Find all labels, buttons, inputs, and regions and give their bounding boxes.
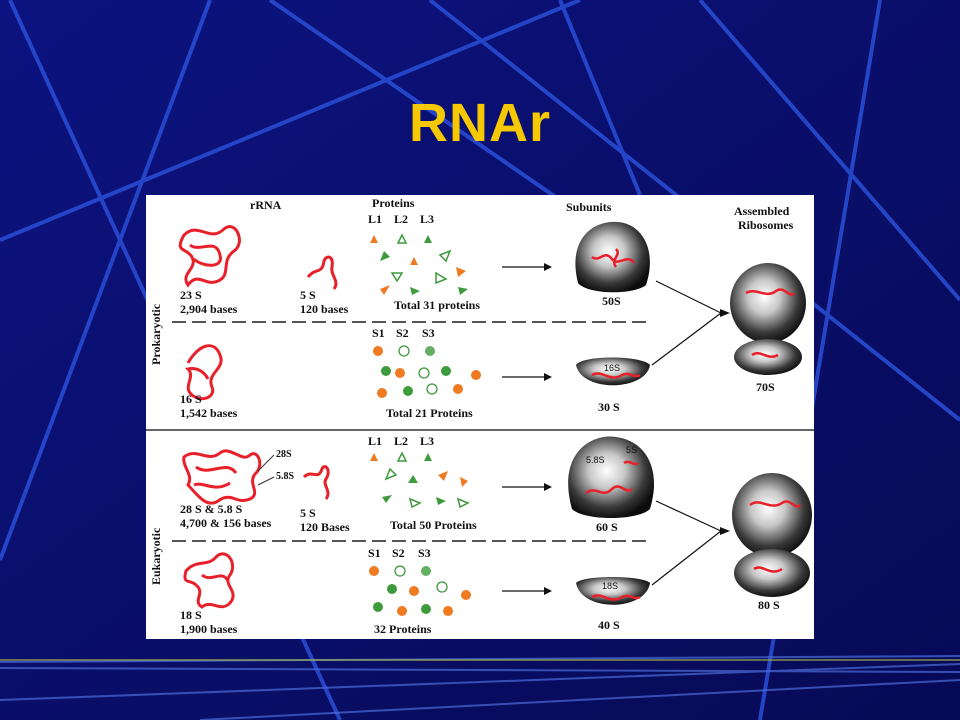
callout-5-8s: 5.8S: [276, 471, 295, 482]
protein-label-s2-euk: S2: [392, 546, 405, 560]
header-subunits: Subunits: [566, 200, 612, 214]
prokaryotic-label: Prokaryotic: [149, 303, 163, 365]
ribosome-80s: [732, 473, 812, 597]
subunit-40s-inner: 18S: [602, 581, 618, 591]
proteins-large-prok: [370, 233, 468, 295]
callout-28s: 28S: [276, 449, 292, 460]
subunit-60s: [568, 436, 655, 518]
protein-label-l3: L3: [420, 212, 434, 226]
protein-label-s2: S2: [396, 326, 409, 340]
eukaryotic-label: Eukaryotic: [149, 527, 163, 585]
rrna-28s-label: 28 S & 5.8 S: [180, 502, 243, 516]
protein-label-s3-euk: S3: [418, 546, 431, 560]
header-proteins: Proteins: [372, 196, 415, 210]
proteins-small-prok: [373, 345, 481, 398]
header-rrna: rRNA: [250, 198, 282, 212]
header-ribosomes: Ribosomes: [738, 218, 794, 232]
subunit-40s-label: 40 S: [598, 618, 620, 632]
subunit-30s-label: 30 S: [598, 400, 620, 414]
rrna-18s-bases: 1,900 bases: [180, 622, 238, 636]
protein-label-l3-euk: L3: [420, 434, 434, 448]
rrna-16s-strand: [185, 344, 223, 401]
rrna-5s-label: 5 S: [300, 288, 316, 302]
proteins-total-prok-large: Total 31 proteins: [394, 298, 480, 312]
subunit-50s: [575, 221, 650, 293]
ribosome-70s-label: 70S: [756, 380, 775, 394]
subunit-60s-label: 60 S: [596, 520, 618, 534]
protein-label-s1-euk: S1: [368, 546, 381, 560]
subunit-60s-inner-b: 5S: [626, 445, 637, 455]
header-assembled: Assembled: [734, 204, 790, 218]
rrna-18s-label: 18 S: [180, 608, 202, 622]
ribosome-80s-label: 80 S: [758, 598, 780, 612]
rrna-5s-bases: 120 bases: [300, 302, 349, 316]
protein-label-s1: S1: [372, 326, 385, 340]
bottom-stripes: [0, 655, 960, 720]
proteins-total-euk-large: Total 50 Proteins: [390, 518, 477, 532]
protein-label-l1: L1: [368, 212, 382, 226]
rrna-28s-strand: [182, 449, 262, 505]
protein-label-l1-euk: L1: [368, 434, 382, 448]
subunit-30s-inner: 16S: [604, 363, 620, 373]
proteins-total-prok-small: Total 21 Proteins: [386, 406, 473, 420]
protein-label-s3: S3: [422, 326, 435, 340]
rrna-5s-strand: [306, 255, 338, 290]
rrna-23s-bases: 2,904 bases: [180, 302, 238, 316]
rrna-23s-label: 23 S: [180, 288, 202, 302]
ribosome-diagram: Prokaryotic Eukaryotic rRNA Proteins Sub…: [146, 195, 814, 639]
rrna-5s-euk-strand: [302, 465, 330, 500]
slide-title: RNAr: [408, 93, 551, 153]
ribosome-70s: [730, 263, 806, 375]
proteins-large-euk: [370, 451, 470, 509]
rrna-5s-euk-label: 5 S: [300, 506, 316, 520]
rrna-28s-bases: 4,700 & 156 bases: [180, 516, 272, 530]
proteins-small-euk: [369, 565, 471, 616]
protein-label-l2-euk: L2: [394, 434, 408, 448]
subunit-60s-inner-a: 5.8S: [586, 455, 605, 465]
subunit-50s-label: 50S: [602, 294, 621, 308]
subunit-30s: [576, 357, 650, 386]
rrna-23s-strand: [178, 225, 241, 288]
subunit-40s: [576, 577, 650, 605]
proteins-total-euk-small: 32 Proteins: [374, 622, 432, 636]
rrna-5s-euk-bases: 120 Bases: [300, 520, 350, 534]
protein-label-l2: L2: [394, 212, 408, 226]
rrna-18s-strand: [183, 552, 235, 609]
rrna-16s-label: 16 S: [180, 392, 202, 406]
rrna-16s-bases: 1,542 bases: [180, 406, 238, 420]
